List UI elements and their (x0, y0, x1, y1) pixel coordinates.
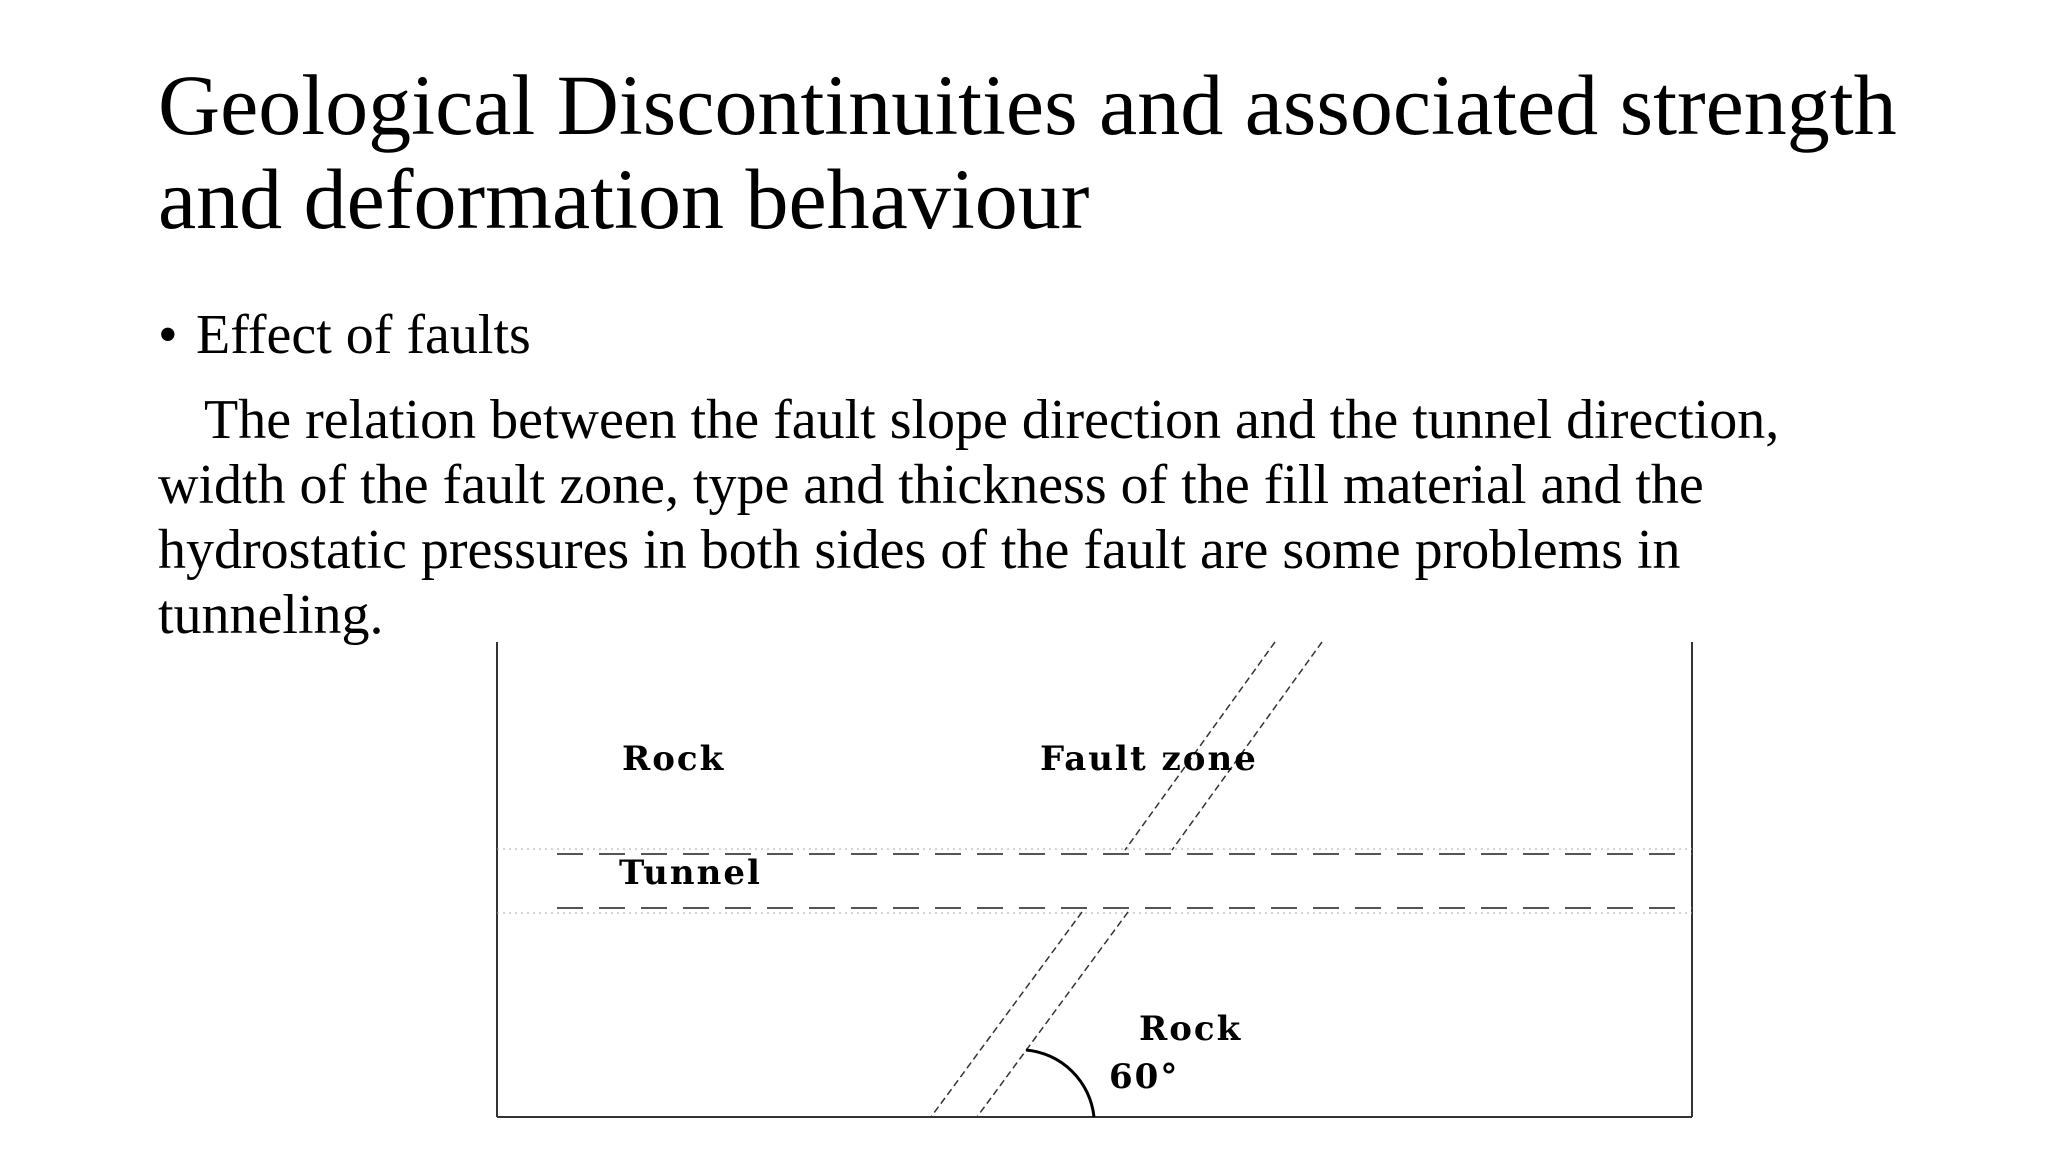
fault-zone-lower (930, 911, 1129, 1118)
bullet-marker: • (158, 304, 178, 366)
label-fault-zone: Fault zone (1040, 739, 1258, 779)
bullet-text: Effect of faults (196, 304, 531, 366)
dip-angle-arc (1025, 1048, 1096, 1118)
label-rock-bottom: Rock (1139, 1009, 1242, 1049)
diagram-frame (496, 642, 1693, 1118)
label-tunnel: Tunnel (619, 853, 762, 893)
paragraph-text: The relation between the fault slope dir… (158, 389, 1780, 646)
bullet-item: • Effect of faults (158, 302, 531, 368)
fault-zone-upper (1124, 641, 1323, 851)
label-angle: 60° (1109, 1057, 1179, 1097)
body-paragraph: The relation between the fault slope dir… (158, 388, 1918, 648)
slide-title: Geological Discontinuities and associate… (158, 57, 1897, 247)
label-rock-top: Rock (622, 739, 725, 779)
tunnel-band (557, 853, 1692, 909)
